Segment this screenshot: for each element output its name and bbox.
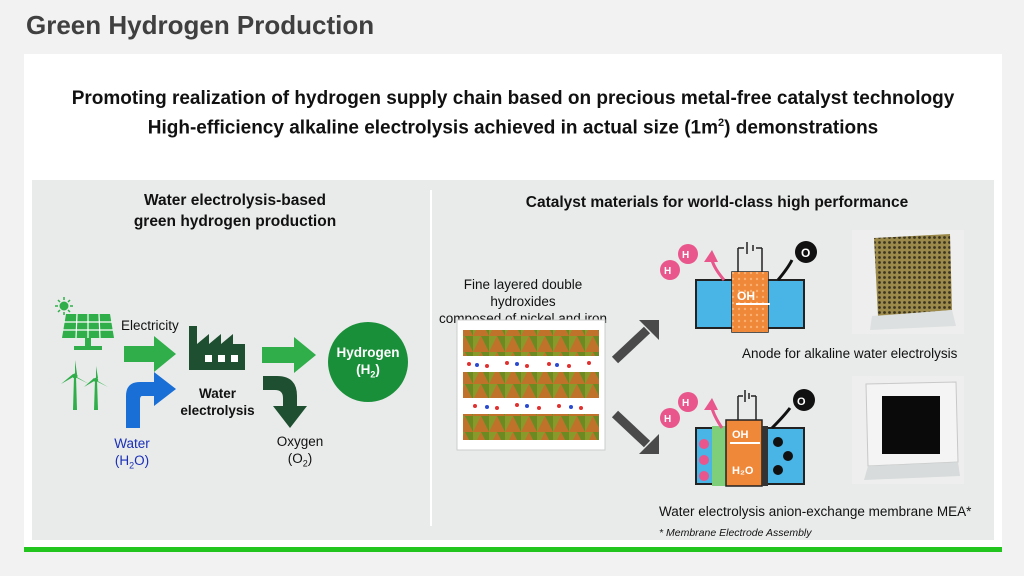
water-label: Water (H2O) (114, 436, 150, 471)
arrow-to-anode (611, 320, 659, 364)
svg-text:H: H (682, 250, 689, 261)
mea-photo (852, 376, 964, 484)
oxygen-arrow (263, 376, 307, 428)
headline-line-1: Promoting realization of hydrogen supply… (71, 88, 955, 109)
svg-text:O: O (797, 396, 806, 408)
hydrogen-formula: (H2) (356, 362, 380, 380)
factory-icon (189, 326, 245, 370)
wind-turbine-icon (61, 360, 108, 410)
svg-text:H₂O: H₂O (732, 465, 754, 477)
hydrogen-label: Hydrogen (336, 345, 400, 360)
mea-caption: Water electrolysis anion-exchange membra… (659, 504, 972, 519)
water-arrow (126, 372, 176, 428)
oxygen-label: Oxygen (O2) (276, 434, 324, 469)
svg-text:H: H (664, 414, 671, 425)
arrow-to-mea (611, 410, 659, 454)
electricity-label: Electricity (121, 318, 179, 333)
svg-text:O: O (801, 246, 810, 260)
right-heading: Catalyst materials for world-class high … (525, 194, 909, 211)
svg-text:H: H (682, 398, 689, 409)
electricity-arrow (124, 336, 176, 372)
hydrogen-circle: Hydrogen (H2) (328, 322, 408, 402)
left-heading: Water electrolysis-based green hydrogen … (133, 192, 337, 230)
hydrogen-arrow (262, 337, 316, 373)
ldh-structure-image (456, 319, 606, 451)
anode-cell-diagram: OH H H O (660, 241, 817, 333)
svg-text:OH: OH (732, 429, 749, 441)
headline: Promoting realization of hydrogen supply… (24, 87, 1002, 140)
page-title: Green Hydrogen Production (26, 10, 375, 40)
anode-caption: Anode for alkaline water electrolysis (742, 346, 958, 361)
solar-panel-icon (55, 297, 114, 350)
anode-photo (852, 230, 964, 334)
svg-text:H: H (664, 266, 671, 277)
accent-bar (24, 547, 1002, 552)
headline-line-2: High-efficiency alkaline electrolysis ac… (147, 117, 879, 139)
svg-text:OH: OH (737, 289, 755, 303)
mea-cell-diagram: OH H₂O H H O (660, 389, 815, 487)
panel-divider (430, 190, 432, 526)
factory-label: Water electrolysis (180, 386, 255, 418)
footnote: * Membrane Electrode Assembly (659, 527, 812, 539)
